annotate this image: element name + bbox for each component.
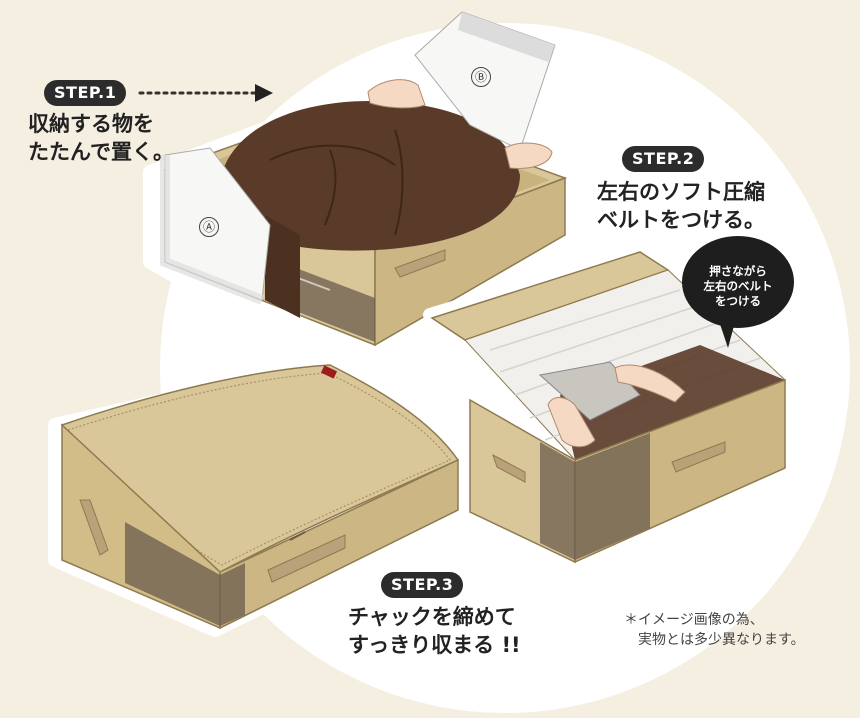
step1-badge: STEP.1 — [44, 80, 127, 106]
step2-bubble-text: 押さながら 左右のベルト をつける — [703, 264, 773, 308]
step1-arrow — [138, 84, 273, 102]
sheet-b-marker: Ⓑ — [471, 67, 491, 87]
sheet-a-marker: Ⓐ — [199, 217, 219, 237]
step3-caption: チャックを締めて すっきり収まる !! — [348, 605, 521, 657]
right-hand — [504, 142, 553, 169]
step1-box — [143, 11, 582, 359]
step3-box — [48, 355, 469, 637]
speech-bubble — [682, 236, 794, 348]
disclaimer-note: ＊イメージ画像の為、 実物とは多少異なります。 — [624, 612, 805, 648]
step3-badge: STEP.3 — [381, 572, 464, 598]
step2-right-hand — [614, 364, 686, 403]
step2-left-hand — [547, 397, 596, 448]
step2-caption: 左右のソフト圧縮 ベルトをつける。 — [597, 180, 765, 232]
left-hand — [367, 79, 426, 109]
step1-caption: 収納する物を たたんで置く。 — [28, 112, 174, 164]
step2-badge: STEP.2 — [622, 146, 705, 172]
